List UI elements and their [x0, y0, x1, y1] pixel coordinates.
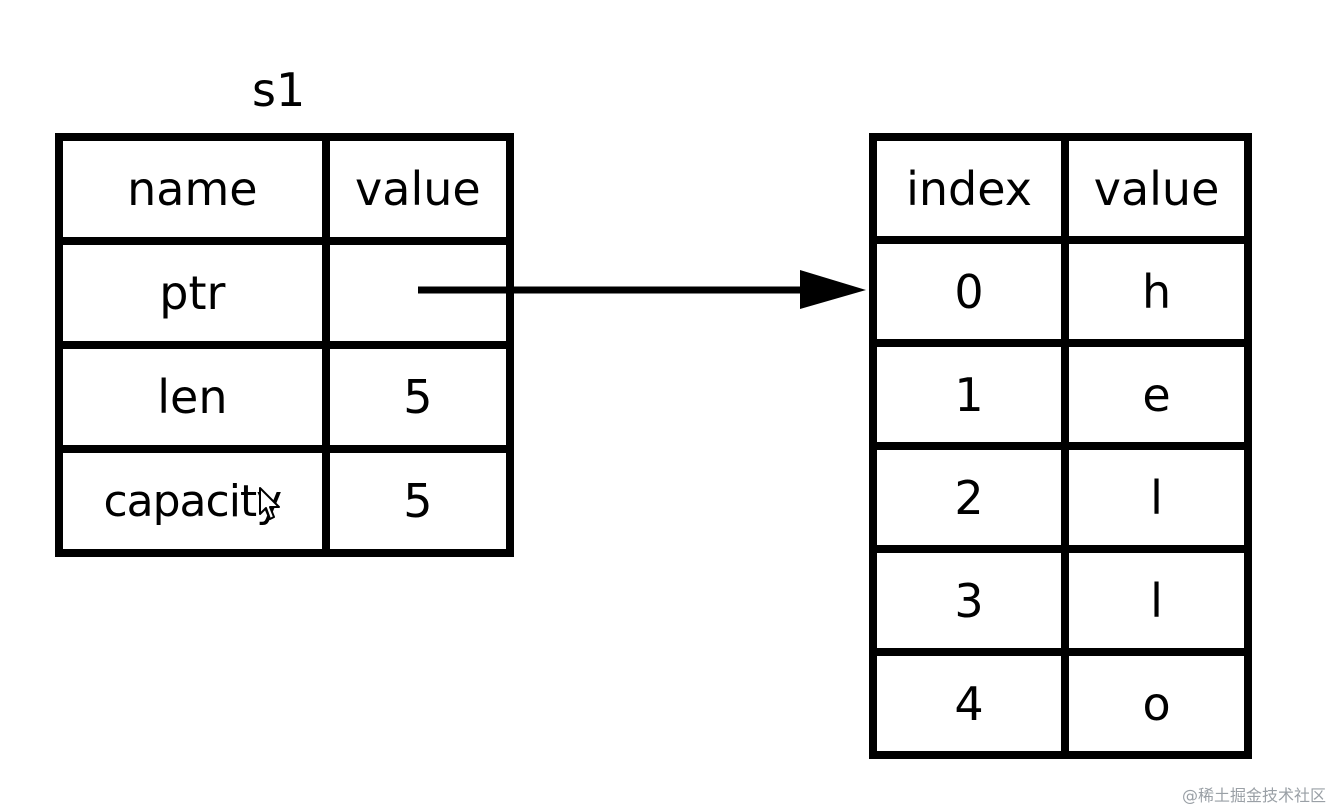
heap-cell-value: h [1061, 236, 1252, 347]
watermark-text: @稀土掘金技术社区 [1181, 786, 1326, 805]
stack-cell-value: 5 [321, 341, 515, 453]
stack-cell-name: capacity [55, 445, 330, 557]
pointer-arrowhead [800, 270, 866, 309]
heap-row: 3 l [868, 545, 1252, 656]
heap-cell-value: e [1061, 339, 1252, 450]
stack-row-len: len 5 [55, 341, 515, 453]
heap-cell-index: 2 [868, 442, 1070, 553]
heap-header-value: value [1061, 133, 1252, 244]
heap-table-header-row: index value [868, 133, 1252, 244]
heap-header-index: index [868, 133, 1070, 244]
stack-table: name value ptr len 5 capacity 5 [55, 133, 515, 557]
heap-row: 2 l [868, 442, 1252, 553]
heap-cell-value: l [1061, 545, 1252, 656]
heap-table: index value 0 h 1 e 2 l 3 l 4 o [868, 133, 1252, 759]
heap-cell-index: 3 [868, 545, 1070, 656]
stack-header-value: value [321, 133, 515, 245]
stack-cell-name: ptr [55, 237, 330, 349]
heap-row: 0 h [868, 236, 1252, 347]
stack-cell-value [321, 237, 515, 349]
variable-name-label: s1 [252, 63, 306, 117]
heap-cell-value: l [1061, 442, 1252, 553]
heap-row: 1 e [868, 339, 1252, 450]
heap-cell-index: 4 [868, 648, 1070, 759]
stack-row-ptr: ptr [55, 237, 515, 349]
heap-cell-index: 0 [868, 236, 1070, 347]
mouse-cursor-icon [259, 487, 280, 520]
stack-table-header-row: name value [55, 133, 515, 245]
heap-row: 4 o [868, 648, 1252, 759]
stack-cell-value: 5 [321, 445, 515, 557]
heap-cell-value: o [1061, 648, 1252, 759]
stack-header-name: name [55, 133, 330, 245]
stack-row-capacity: capacity 5 [55, 445, 515, 557]
stack-cell-name: len [55, 341, 330, 453]
heap-cell-index: 1 [868, 339, 1070, 450]
